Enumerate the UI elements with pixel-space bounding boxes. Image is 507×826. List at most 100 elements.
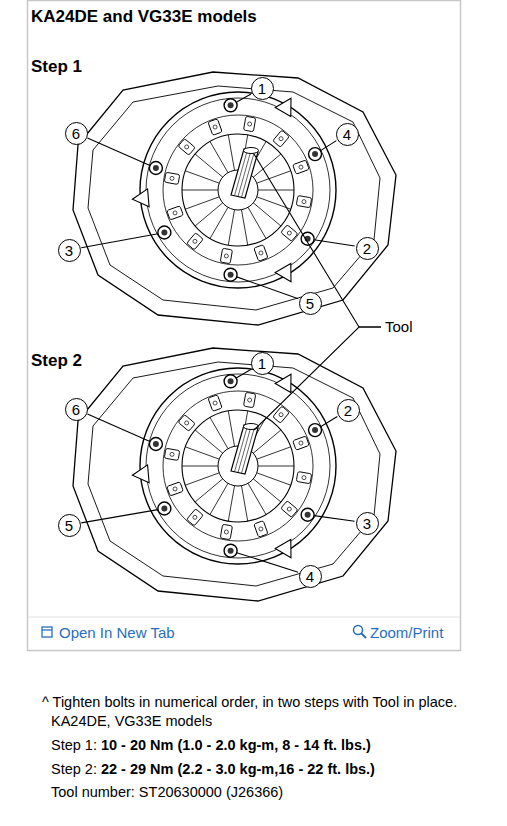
link-text: Open In New Tab xyxy=(59,624,175,642)
callout-number-text: 4 xyxy=(306,569,314,584)
step-heading: Step 1 xyxy=(31,57,82,77)
plate-slot xyxy=(167,206,184,220)
plate-slot xyxy=(296,195,312,207)
callout-number: 5 xyxy=(299,292,322,315)
plate-slot xyxy=(187,233,204,250)
callout-number: 3 xyxy=(58,239,81,262)
leader-line xyxy=(314,516,355,522)
plate-slot xyxy=(220,524,232,540)
tool-label: Tool xyxy=(385,318,413,336)
callout-number-text: 6 xyxy=(72,126,80,141)
torque-value: 22 - 29 Nm (2.2 - 3.0 kg-m,16 - 22 ft. l… xyxy=(101,761,375,778)
plate-slot xyxy=(243,116,255,132)
plate-slot xyxy=(208,119,222,136)
callout-number: 1 xyxy=(251,352,274,375)
plate-slot xyxy=(254,521,268,538)
clutch-bolt xyxy=(224,99,237,112)
plate-slot xyxy=(273,130,290,147)
leader-line xyxy=(81,510,158,523)
strap-lug xyxy=(275,539,299,562)
torque-step: Step 1: xyxy=(51,737,97,754)
plate-slot xyxy=(296,471,312,483)
plate-slot xyxy=(220,248,232,264)
step-heading: Step 2 xyxy=(31,351,82,371)
callout-number: 4 xyxy=(336,123,359,146)
plate-slot xyxy=(164,172,180,184)
callout-number: 2 xyxy=(337,399,360,422)
housing-outline xyxy=(73,72,396,325)
leader-line xyxy=(321,417,338,427)
callout-number-text: 5 xyxy=(65,518,73,533)
flywheel-edge xyxy=(88,86,380,310)
zoom-icon xyxy=(354,626,367,639)
leader-line xyxy=(236,369,251,378)
plate-slot xyxy=(254,245,268,262)
leader-line xyxy=(87,414,149,441)
clutch-bolt xyxy=(158,226,171,239)
callout-number-text: 2 xyxy=(344,403,352,418)
pressure-plate xyxy=(140,92,336,288)
plate-slot xyxy=(208,395,222,412)
leader-line xyxy=(321,141,337,151)
plate-slot xyxy=(187,509,204,526)
torque-step: Step 2: xyxy=(51,761,97,778)
plate-slot xyxy=(281,501,298,518)
leader-line xyxy=(236,94,251,102)
tool-leader xyxy=(254,154,381,327)
clutch-assembly xyxy=(73,72,396,325)
plate-slot xyxy=(293,436,310,450)
tool-leader xyxy=(254,327,381,430)
diaphragm-spring xyxy=(182,134,294,246)
diagram-title: KA24DE and VG33E models xyxy=(31,7,257,27)
diaphragm-spring xyxy=(182,410,294,522)
alignment-tool xyxy=(231,149,258,198)
leader-line xyxy=(314,240,355,246)
strap-lug xyxy=(132,189,150,208)
clutch-bolt xyxy=(224,544,237,557)
clutch-bolt xyxy=(224,375,237,388)
clutch-bolt xyxy=(309,148,322,161)
callout-number-text: 2 xyxy=(363,241,371,256)
callout-number-text: 3 xyxy=(363,516,371,531)
new-tab-icon xyxy=(42,627,52,637)
panel-frame xyxy=(28,1,461,651)
clutch-assembly xyxy=(73,348,396,601)
torque-value: 10 - 20 Nm (1.0 - 2.0 kg-m, 8 - 14 ft. l… xyxy=(101,737,371,754)
leader-line xyxy=(87,138,149,165)
leader-line xyxy=(81,234,158,248)
callout-number: 5 xyxy=(58,514,81,537)
plate-slot xyxy=(243,392,255,408)
plate-slot xyxy=(167,482,184,496)
plate-slot xyxy=(178,139,195,156)
leader-lines xyxy=(81,94,381,572)
callout-number-text: 6 xyxy=(72,402,80,417)
strap-lug xyxy=(275,263,299,286)
tool-number: Tool number: ST20630000 (J26366) xyxy=(51,784,283,801)
clutch-bolt xyxy=(301,508,314,521)
callout-number: 6 xyxy=(65,122,88,145)
callout-number-text: 1 xyxy=(258,356,266,371)
leader-line xyxy=(237,553,298,573)
note-line: ^ Tighten bolts in numerical order, in t… xyxy=(42,694,457,711)
strap-lug xyxy=(275,94,299,117)
callout-number: 2 xyxy=(356,237,379,260)
plate-slot xyxy=(164,448,180,460)
callout-number-text: 1 xyxy=(258,81,266,96)
bar-divider xyxy=(28,617,460,618)
pressure-plate xyxy=(140,368,336,564)
leader-line xyxy=(237,277,299,299)
alignment-tool xyxy=(231,425,258,474)
callout-number: 6 xyxy=(65,398,88,421)
callout-number-text: 3 xyxy=(65,243,73,258)
plate-slot xyxy=(281,225,298,242)
callout-number: 3 xyxy=(356,512,379,535)
flywheel-edge xyxy=(88,362,380,586)
note-line: KA24DE, VG33E models xyxy=(51,713,212,730)
plate-slot xyxy=(293,160,310,174)
clutch-bolt xyxy=(224,268,237,281)
clutch-bolt xyxy=(158,502,171,515)
clutch-bolt xyxy=(149,162,162,175)
clutch-bolt xyxy=(149,438,162,451)
housing-outline xyxy=(73,348,396,601)
